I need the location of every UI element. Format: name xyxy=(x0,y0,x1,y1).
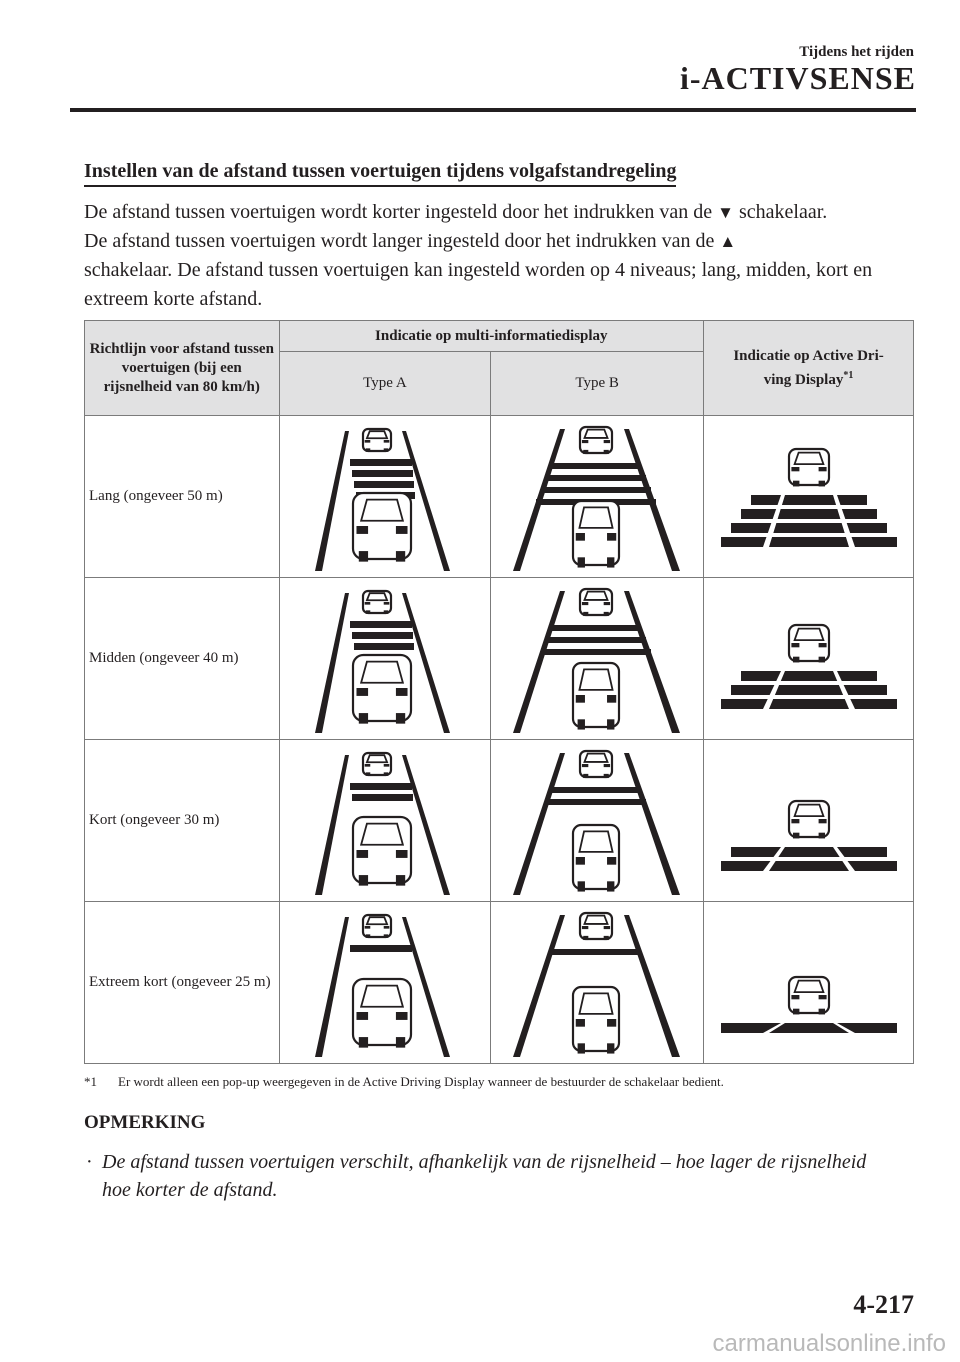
note-item: · De afstand tussen voertuigen verschilt… xyxy=(86,1148,876,1204)
body-line3: schakelaar. De afstand tussen voertuigen… xyxy=(84,259,873,310)
active-driving-display-illustration xyxy=(720,799,897,871)
note-title: OPMERKING xyxy=(84,1112,206,1133)
type-a-illustration-cell xyxy=(278,901,492,1064)
header-rule xyxy=(70,108,916,112)
down-switch-icon: ▼ xyxy=(717,203,734,222)
active-driving-display-illustration-cell xyxy=(703,739,914,902)
table-row: Kort (ongeveer 30 m) xyxy=(84,739,914,902)
header-active-driving-display: Indicatie op Active Dri-ving Display*1 xyxy=(703,320,914,416)
section-title: Instellen van de afstand tussen voertuig… xyxy=(84,160,677,187)
body-line2-a: De afstand tussen voertuigen wordt lange… xyxy=(84,230,720,252)
page-number: 4-217 xyxy=(853,1290,914,1319)
body-paragraph: De afstand tussen voertuigen wordt korte… xyxy=(84,198,924,314)
active-driving-display-illustration xyxy=(720,975,897,1033)
note-text: De afstand tussen voertuigen verschilt, … xyxy=(102,1151,867,1201)
header-type-b: Type B xyxy=(490,351,705,416)
running-header-title: i-ACTIVSENSE xyxy=(679,60,916,96)
type-a-illustration xyxy=(314,427,450,571)
footnote-mark: *1 xyxy=(84,1074,97,1089)
table-row: Lang (ongeveer 50 m) xyxy=(84,415,914,578)
up-switch-icon: ▲ xyxy=(719,232,737,251)
active-driving-display-illustration-cell xyxy=(703,577,914,740)
footnote: *1 Er wordt alleen een pop-up weergegeven… xyxy=(84,1074,944,1090)
header-type-a: Type A xyxy=(278,351,492,416)
body-line1-b: schakelaar. xyxy=(734,201,828,223)
distance-label: Midden (ongeveer 40 m) xyxy=(84,577,280,740)
type-a-illustration-cell xyxy=(278,577,492,740)
footnote-text: Er wordt alleen een pop-up weergegeven i… xyxy=(118,1074,724,1089)
distance-table: Richtlijn voor afstand tussen voertuigen… xyxy=(84,320,914,1064)
distance-label: Kort (ongeveer 30 m) xyxy=(84,739,280,902)
type-b-illustration-cell xyxy=(490,739,705,902)
type-b-illustration xyxy=(513,425,681,571)
type-a-illustration xyxy=(314,751,450,895)
active-driving-display-illustration-cell xyxy=(703,415,914,578)
type-b-illustration-cell xyxy=(490,901,705,1064)
type-b-illustration xyxy=(513,587,681,733)
active-driving-display-illustration xyxy=(720,447,897,547)
type-b-illustration xyxy=(513,911,681,1057)
type-b-illustration-cell xyxy=(490,415,705,578)
active-driving-display-illustration-cell xyxy=(703,901,914,1064)
type-a-illustration-cell xyxy=(278,739,492,902)
type-b-illustration-cell xyxy=(490,577,705,740)
footnote-ref: *1 xyxy=(843,369,854,381)
type-a-illustration xyxy=(314,589,450,733)
type-a-illustration xyxy=(314,913,450,1057)
distance-label: Lang (ongeveer 50 m) xyxy=(84,415,280,578)
header-add-label: Indicatie op Active Dri-ving Display xyxy=(733,347,884,388)
header-multi-info-display: Indicatie op multi-informatiedisplay xyxy=(278,320,705,352)
running-header-subtitle: Tijdens het rijden xyxy=(799,44,914,60)
bullet-icon: · xyxy=(86,1151,93,1173)
body-line1-a: De afstand tussen voertuigen wordt korte… xyxy=(84,201,718,223)
type-a-illustration-cell xyxy=(278,415,492,578)
active-driving-display-illustration xyxy=(720,623,897,709)
distance-label: Extreem kort (ongeveer 25 m) xyxy=(84,901,280,1064)
type-b-illustration xyxy=(513,749,681,895)
header-guideline: Richtlijn voor afstand tussen voertuigen… xyxy=(84,320,280,416)
table-row: Extreem kort (ongeveer 25 m) xyxy=(84,901,914,1064)
table-row: Midden (ongeveer 40 m) xyxy=(84,577,914,740)
watermark-text: carmanualsonline.info xyxy=(712,1330,946,1357)
